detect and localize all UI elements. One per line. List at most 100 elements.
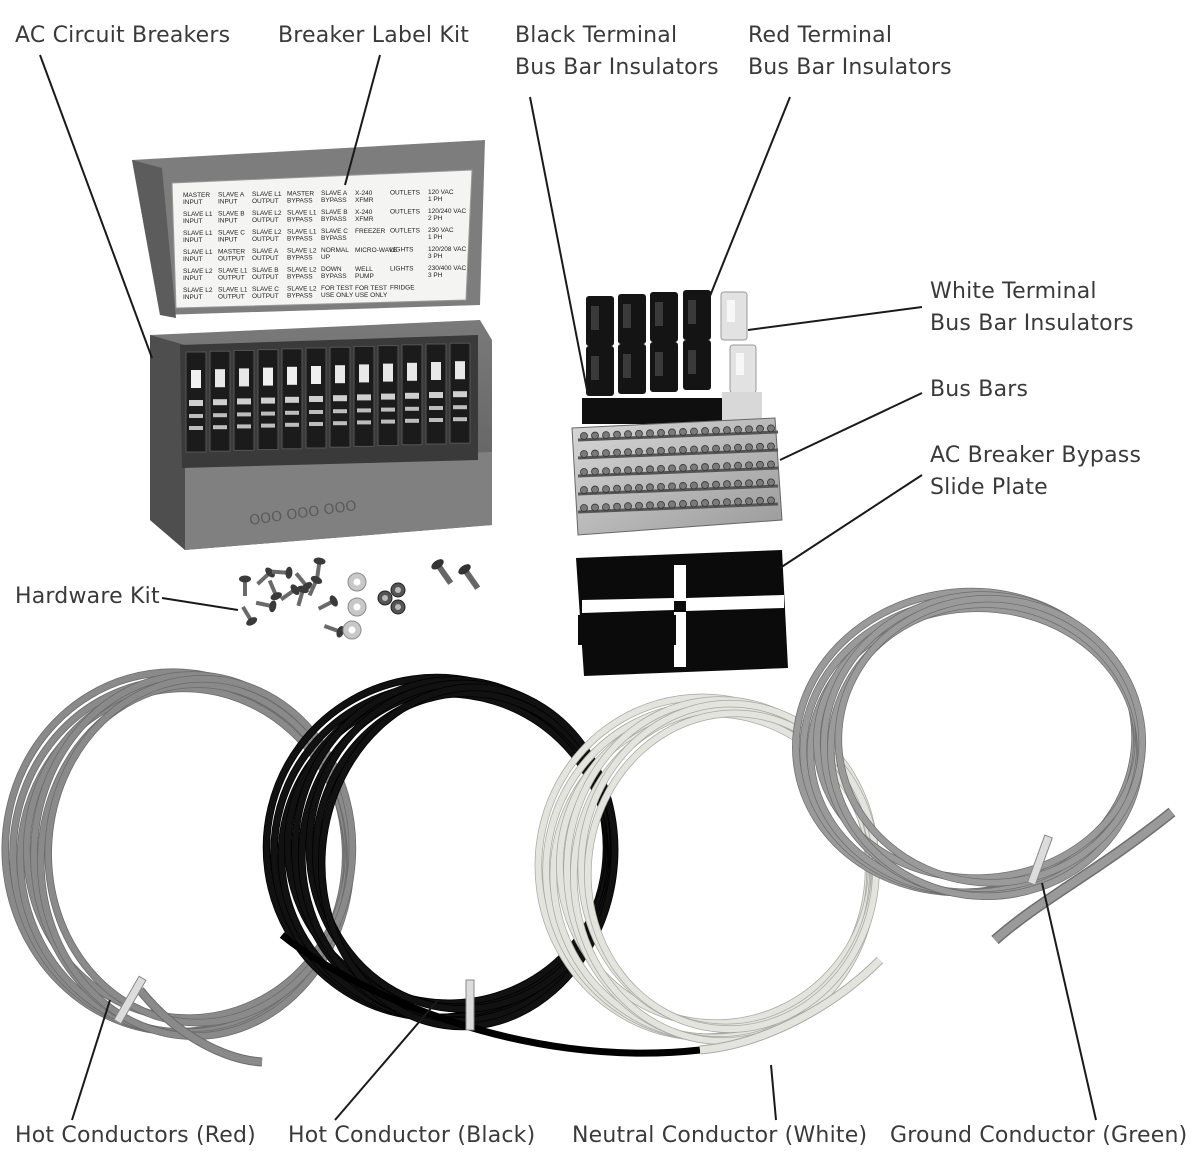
label-sheet-cell: SLAVE C	[252, 286, 279, 293]
label-sheet-cell: INPUT	[218, 199, 238, 206]
label-bypass-plate: AC Breaker Bypass Slide Plate	[930, 440, 1141, 504]
label-sheet-cell: NORMAL	[321, 247, 349, 254]
coil-green	[792, 587, 1147, 900]
leader-bus-bars	[779, 392, 923, 461]
hardware-kit	[239, 557, 481, 640]
label-black-insulators-line1: Black Terminal	[515, 23, 678, 48]
label-sheet-cell: BYPASS	[287, 274, 313, 281]
label-ac-circuit-breakers-text: AC Circuit Breakers	[15, 23, 231, 48]
label-sheet-cell: MASTER	[183, 192, 210, 199]
label-neutral-white-text: Neutral Conductor (White)	[572, 1123, 868, 1148]
label-sheet-cell: FRIDGE	[390, 284, 415, 291]
label-sheet-cell: OUTPUT	[218, 256, 245, 263]
bolt	[431, 559, 454, 585]
label-sheet-cell: MASTER	[218, 249, 245, 256]
label-sheet-cell: BYPASS	[321, 235, 347, 242]
screw	[317, 595, 338, 611]
bolt	[458, 564, 481, 590]
cable-tie	[113, 975, 147, 1025]
bypass-slide-plate	[576, 550, 788, 676]
label-sheet-cell: INPUT	[218, 218, 238, 225]
leader-ground	[1041, 882, 1097, 1121]
label-white-insulators-line1: White Terminal	[930, 279, 1097, 304]
label-white-insulators: White Terminal Bus Bar Insulators	[930, 276, 1134, 340]
label-sheet-cell: SLAVE L1	[287, 210, 317, 217]
label-sheet-cell: INPUT	[183, 218, 203, 225]
label-sheet-cell: INPUT	[183, 275, 203, 282]
leader-black-insulators	[529, 96, 589, 396]
label-breaker-label-kit: Breaker Label Kit	[278, 20, 469, 52]
black-wire-tail	[279, 932, 701, 1057]
label-sheet-cell: MASTER	[287, 191, 314, 198]
label-sheet-cell: WELL	[355, 266, 373, 273]
label-sheet-cell: MICRO-WAVE	[355, 247, 398, 254]
screw	[323, 624, 345, 638]
label-hardware-kit-text: Hardware Kit	[15, 584, 160, 609]
label-sheet-cell: PUMP	[355, 273, 374, 280]
label-sheet-cell: LIGHTS	[390, 265, 414, 272]
label-sheet-cell: SLAVE B	[321, 209, 348, 216]
leader-hot-red	[71, 999, 111, 1121]
label-sheet-cell: 1 PH	[428, 234, 443, 241]
label-sheet-cell: BYPASS	[287, 236, 313, 243]
leader-white-insulators	[747, 306, 923, 331]
label-black-insulators: Black Terminal Bus Bar Insulators	[515, 20, 719, 84]
coil-black	[262, 673, 619, 1031]
label-hot-black: Hot Conductor (Black)	[288, 1120, 535, 1152]
label-sheet-cell: SLAVE L1	[252, 191, 282, 198]
label-sheet-cell: OUTPUT	[252, 293, 279, 300]
label-sheet-cell: INPUT	[183, 237, 203, 244]
label-black-insulators-line2: Bus Bar Insulators	[515, 55, 719, 80]
label-sheet-cell: 120 VAC	[428, 189, 454, 196]
leader-hardware-kit	[161, 597, 239, 611]
label-sheet-cell: X-240	[355, 209, 373, 216]
label-red-insulators: Red Terminal Bus Bar Insulators	[748, 20, 952, 84]
label-sheet-cell: SLAVE L1	[218, 268, 248, 275]
label-sheet-cell: BYPASS	[287, 293, 313, 300]
label-sheet-cell: X-240	[355, 190, 373, 197]
label-sheet-cell: 3 PH	[428, 272, 443, 279]
leader-neutral	[770, 1064, 777, 1121]
label-sheet-cell: SLAVE L2	[287, 286, 317, 293]
label-hot-red: Hot Conductors (Red)	[15, 1120, 256, 1152]
label-sheet-cell: FREEZER	[355, 228, 386, 235]
label-sheet-cell: SLAVE L1	[183, 211, 213, 218]
label-sheet-cell: INPUT	[183, 294, 203, 301]
black-insulator	[683, 340, 711, 390]
label-bypass-plate-line1: AC Breaker Bypass	[930, 443, 1142, 468]
black-insulator	[650, 342, 678, 392]
black-insulator	[618, 344, 646, 394]
label-sheet-cell: SLAVE L1	[183, 230, 213, 237]
black-insulator	[650, 292, 678, 342]
black-insulator	[618, 294, 646, 344]
label-red-insulators-line1: Red Terminal	[748, 23, 893, 48]
screw	[307, 575, 323, 597]
label-sheet-cell: OUTPUT	[252, 236, 279, 243]
label-sheet-cell: LIGHTS	[390, 246, 414, 253]
leader-bypass-plate	[779, 474, 923, 569]
label-sheet-cell: BYPASS	[321, 216, 347, 223]
label-sheet-cell: BYPASS	[321, 197, 347, 204]
label-sheet-cell: SLAVE L2	[183, 268, 213, 275]
leader-ac-breakers	[39, 54, 153, 359]
leader-label-kit	[344, 54, 381, 186]
screw	[239, 575, 251, 596]
label-red-insulators-line2: Bus Bar Insulators	[748, 55, 952, 80]
label-sheet-cell: 230/400 VAC	[428, 265, 466, 272]
label-sheet-cell: OUTPUT	[218, 275, 245, 282]
label-sheet-cell: SLAVE L2	[252, 210, 282, 217]
screw	[296, 585, 309, 607]
label-sheet-cell: SLAVE L2	[183, 287, 213, 294]
label-sheet-cell: INPUT	[218, 237, 238, 244]
label-sheet-cell: FOR TEST	[355, 285, 387, 292]
label-sheet-cell: BYPASS	[321, 273, 347, 280]
black-insulator	[586, 346, 614, 396]
label-sheet-cell: 120/240 VAC	[428, 208, 466, 215]
cable-tie	[465, 979, 475, 1031]
ac-circuit-breakers	[185, 342, 471, 453]
label-bus-bars-text: Bus Bars	[930, 377, 1029, 402]
label-sheet-cell: XFMR	[355, 197, 374, 204]
